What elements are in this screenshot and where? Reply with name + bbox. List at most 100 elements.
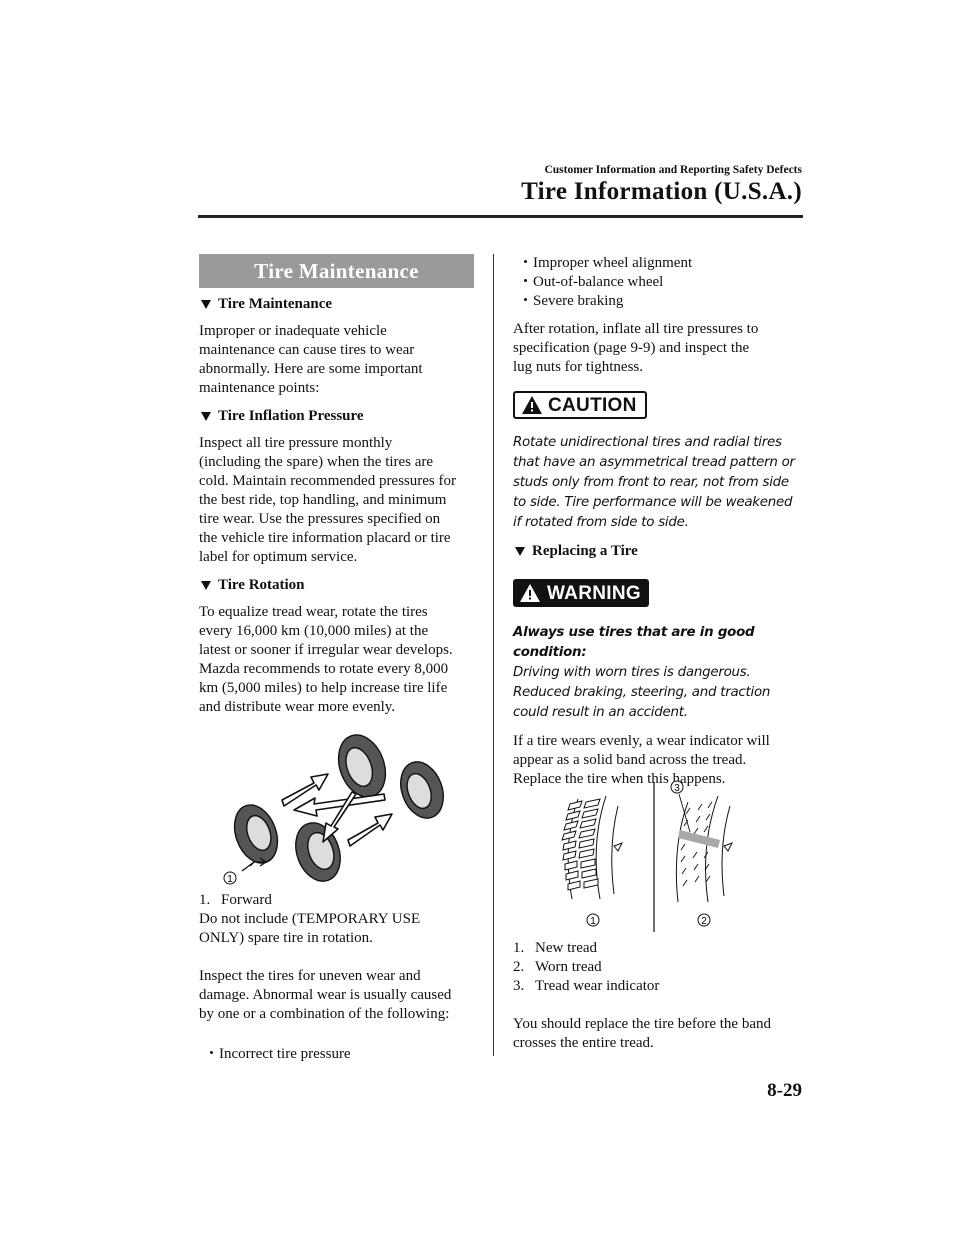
callout-marker	[586, 913, 600, 927]
text-line: studs only from front to rear, not from …	[513, 475, 789, 490]
text-line: Driving with worn tires is dangerous.	[513, 665, 751, 680]
subheading-label: Tire Maintenance	[218, 296, 333, 312]
topic-banner: Tire Maintenance	[199, 254, 474, 288]
text-line: km (5,000 miles) to help increase tire l…	[199, 680, 448, 696]
callout-marker	[697, 913, 711, 927]
tire-icon	[337, 734, 387, 798]
chapter-title: Customer Information and Reporting Safet…	[544, 164, 802, 176]
warning-badge: WARNING	[513, 579, 649, 607]
text-line: Inspect all tire pressure monthly	[199, 435, 393, 451]
text-line: appear as a solid band across the tread.	[513, 752, 747, 768]
rotation-arrow-icon	[281, 773, 329, 807]
tread-wear-diagram: 3 1 2	[561, 780, 734, 932]
text-line: tire wear. Use the pressures specified o…	[199, 511, 441, 527]
subheading-rotation: Tire Rotation	[199, 576, 474, 595]
list-item: 3. Tread wear indicator	[513, 977, 795, 996]
warning-bold-line: Always use tires that are in good condit…	[513, 625, 755, 660]
triangle-marker-icon	[201, 581, 211, 590]
page-number: 8-29	[767, 1080, 802, 1101]
text-line: and distribute wear more evenly.	[199, 699, 396, 715]
tire-icon	[295, 822, 341, 882]
text-line: could result in an accident.	[513, 705, 688, 720]
list-item: Incorrect tire pressure	[199, 1045, 474, 1064]
list-item-text: New tread	[535, 940, 598, 956]
text-line: label for optimum service.	[199, 549, 358, 565]
callout-number: 3	[674, 783, 680, 794]
new-tread-image	[561, 795, 624, 900]
callout-number: 1	[227, 874, 233, 885]
column-divider	[493, 254, 494, 1056]
list-item-text: Worn tread	[535, 959, 602, 975]
subheading-label: Replacing a Tire	[532, 543, 638, 559]
caution-badge: CAUTION	[513, 391, 647, 419]
forward-arrow-icon	[241, 857, 268, 872]
text-line: You should replace the tire before the b…	[513, 1016, 771, 1032]
list-item-text: Out-of-balance wheel	[533, 274, 664, 290]
callout-marker	[223, 871, 237, 885]
paragraph-inspect: Inspect the tires for uneven wear and da…	[199, 967, 474, 1024]
text-line: If a tire wears evenly, a wear indicator…	[513, 733, 770, 749]
subheading-tire-maintenance: Tire Maintenance	[199, 295, 474, 314]
worn-tread-image	[675, 795, 734, 903]
list-item-text: Tread wear indicator	[535, 978, 660, 994]
subheading-replacing: Replacing a Tire	[513, 542, 795, 561]
caution-text: Rotate unidirectional tires and radial t…	[513, 433, 795, 533]
paragraph-indicator: If a tire wears evenly, a wear indicator…	[513, 732, 795, 789]
list-item: 1. New tread	[513, 939, 795, 958]
right-column: Improper wheel alignment Out-of-balance …	[513, 254, 795, 789]
text-line: specification (page 9-9) and inspect the	[513, 340, 750, 356]
wear-indicator-band	[678, 830, 720, 848]
list-item: Improper wheel alignment	[513, 254, 795, 273]
warning-triangle-icon	[520, 584, 540, 602]
list-number: 3.	[513, 978, 525, 994]
text-line: latest or sooner if irregular wear devel…	[199, 642, 453, 658]
rotation-arrow-icon	[293, 793, 386, 817]
bullet-dot-icon	[524, 298, 527, 301]
text-line: Do not include (TEMPORARY USE	[199, 911, 421, 927]
text-line: that have an asymmetrical tread pattern …	[513, 455, 795, 470]
caption-text: Forward	[221, 892, 272, 908]
warning-label: WARNING	[547, 582, 641, 604]
text-line: cold. Maintain recommended pressures for	[199, 473, 456, 489]
list-item: Severe braking	[513, 292, 795, 311]
triangle-marker-icon	[201, 300, 211, 309]
left-column: Tire Maintenance Tire Maintenance Improp…	[199, 254, 474, 717]
bullet-dot-icon	[524, 260, 527, 263]
bullet-dot-icon	[210, 1051, 213, 1054]
triangle-marker-icon	[201, 412, 211, 421]
left-column-lower: 1. Forward Do not include (TEMPORARY USE…	[199, 891, 474, 1064]
text-line: damage. Abnormal wear is usually caused	[199, 987, 452, 1003]
subheading-inflation: Tire Inflation Pressure	[199, 407, 474, 426]
text-line: After rotation, inflate all tire pressur…	[513, 321, 759, 337]
text-line: Rotate unidirectional tires and radial t…	[513, 435, 782, 450]
text-line: (including the spare) when the tires are	[199, 454, 434, 470]
callout-number: 2	[701, 916, 707, 927]
caption-number: 1.	[199, 892, 211, 908]
list-item: 2. Worn tread	[513, 958, 795, 977]
text-line: every 16,000 km (10,000 miles) at the	[199, 623, 429, 639]
text-line: crosses the entire tread.	[513, 1035, 654, 1051]
list-item-text: Incorrect tire pressure	[219, 1046, 351, 1062]
text-line: the best ride, top handling, and minimum	[199, 492, 447, 508]
paragraph-final: You should replace the tire before the b…	[513, 1015, 795, 1053]
text-line: ONLY) spare tire in rotation.	[199, 930, 373, 946]
text-line: Inspect the tires for uneven wear and	[199, 968, 421, 984]
paragraph-after-rotation: After rotation, inflate all tire pressur…	[513, 320, 795, 377]
text-line: to side. Tire performance will be weaken…	[513, 495, 793, 510]
subheading-label: Tire Rotation	[218, 577, 305, 593]
callout-leader	[678, 793, 691, 833]
text-line: if rotated from side to side.	[513, 515, 689, 530]
text-line: lug nuts for tightness.	[513, 359, 643, 375]
warning-triangle-icon	[522, 396, 542, 414]
text-line: maintenance points:	[199, 380, 320, 396]
paragraph-inflation: Inspect all tire pressure monthly (inclu…	[199, 434, 474, 567]
tire-icon	[233, 804, 279, 864]
list-number: 1.	[513, 940, 525, 956]
rotation-arrow-icon	[347, 813, 393, 847]
right-column-lower: 1. New tread 2. Worn tread 3. Tread wear…	[513, 939, 795, 1053]
text-line: by one or a combination of the following…	[199, 1006, 450, 1022]
paragraph-maintenance: Improper or inadequate vehicle maintenan…	[199, 322, 474, 398]
rotation-arrow-icon	[322, 791, 357, 843]
subheading-label: Tire Inflation Pressure	[218, 408, 364, 424]
text-line: maintenance can cause tires to wear	[199, 342, 415, 358]
